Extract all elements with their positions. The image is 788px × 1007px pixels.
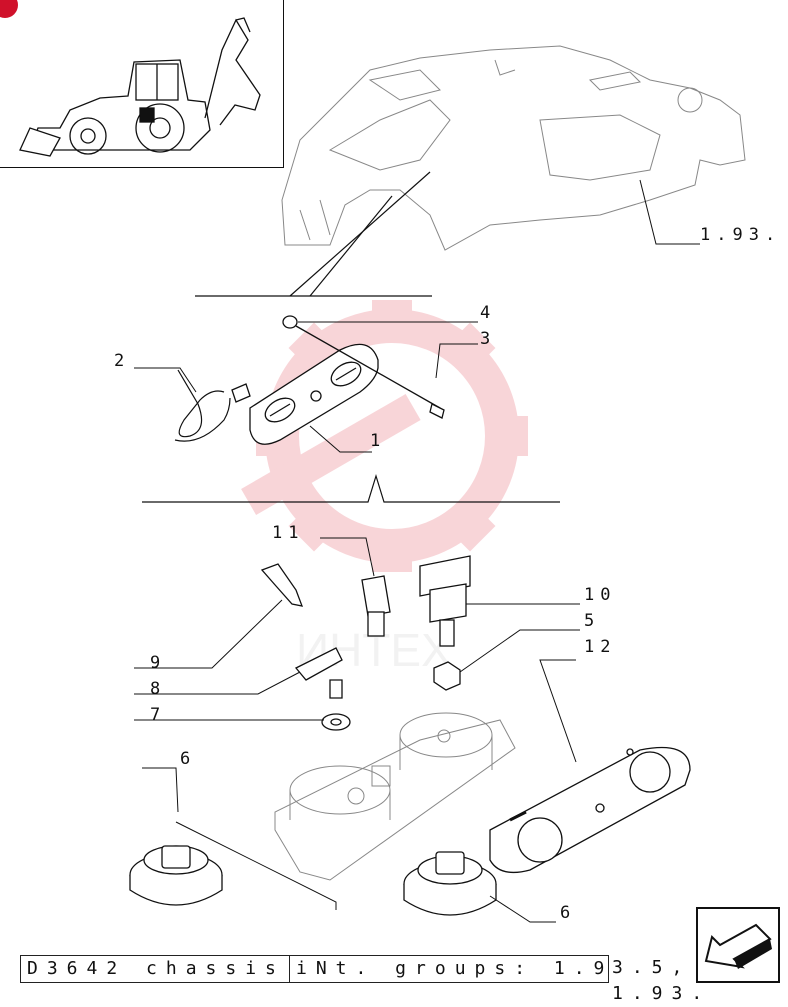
leader-line xyxy=(435,343,478,379)
callout-11: 11 xyxy=(272,523,304,543)
machine-thumbnail-frame xyxy=(0,0,284,168)
leader-line xyxy=(175,821,337,910)
callout-7: 7 xyxy=(150,705,166,725)
next-page-button[interactable] xyxy=(696,907,780,983)
reference-label: 1.93. xyxy=(700,225,781,245)
leader-line xyxy=(134,599,283,669)
callout-10: 10 xyxy=(584,585,616,605)
leader-line xyxy=(459,629,580,673)
callout-12: 12 xyxy=(584,637,616,657)
leader-line xyxy=(489,895,556,923)
callout-2: 2 xyxy=(114,351,130,371)
callout-4: 4 xyxy=(480,303,496,323)
leader-line xyxy=(309,195,393,297)
footer-model-label: D3642 chassis xyxy=(20,955,290,983)
leader-line xyxy=(309,425,372,453)
callout-6-right: 6 xyxy=(560,903,576,923)
corner-badge xyxy=(0,0,18,18)
switch-housing-base xyxy=(274,712,516,881)
leader-line xyxy=(539,659,577,763)
callout-6-left: 6 xyxy=(180,749,196,769)
callout-8: 8 xyxy=(150,679,166,699)
rotary-knob-left xyxy=(129,845,223,906)
wire-harness xyxy=(174,369,231,442)
callout-5: 5 xyxy=(584,611,600,631)
footer-groups-label: iNt. groups: 1.9 xyxy=(289,955,609,983)
callout-9: 9 xyxy=(150,653,166,673)
divider-line xyxy=(142,473,560,503)
switch-plate-assembly xyxy=(231,315,445,445)
leader-line xyxy=(134,671,301,695)
arrow-icon xyxy=(704,923,772,969)
small-parts xyxy=(260,555,471,731)
callout-3: 3 xyxy=(480,329,496,349)
cab-dashboard-outline xyxy=(281,45,746,251)
callout-1: 1 xyxy=(370,431,386,451)
leader-line xyxy=(134,367,197,393)
leader-line xyxy=(320,537,375,577)
footer-groups-trail: 3.5, 1.93. xyxy=(612,957,712,1004)
leader-line xyxy=(289,171,431,297)
rotary-knob-right xyxy=(403,851,497,916)
backhoe-loader-thumbnail xyxy=(19,17,261,157)
indicator-cover-plate xyxy=(489,746,691,874)
leader-line xyxy=(639,179,700,245)
leader-line xyxy=(142,767,179,813)
